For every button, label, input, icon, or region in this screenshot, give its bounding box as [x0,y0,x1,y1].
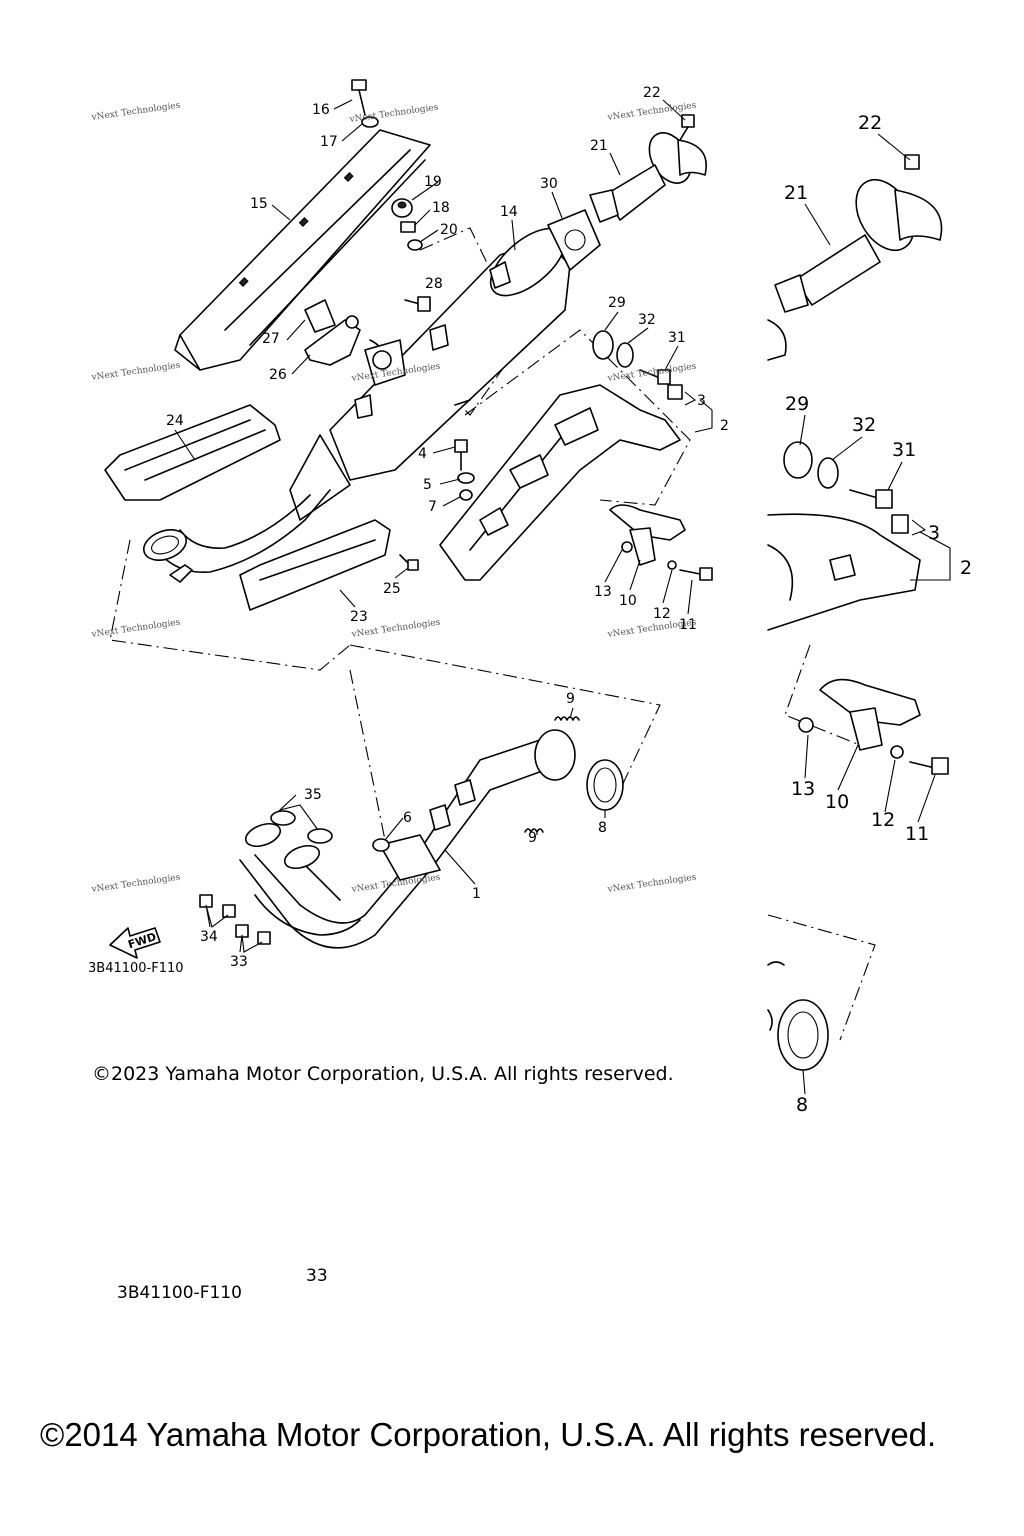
label-13: 13 [594,584,612,600]
label-25: 25 [383,581,401,597]
watermark: vNext Technologies [90,361,181,384]
label-28: 28 [425,276,443,292]
bolt-28 [404,296,431,312]
springs [524,716,580,833]
watermark: vNext Technologies [606,618,697,641]
watermark: vNext Technologies [90,618,181,641]
detail-label-10: 10 [825,791,849,813]
bolt-4-group [454,439,475,501]
label-12: 12 [653,606,671,622]
detail-label-29: 29 [785,393,809,415]
gasket-30 [547,209,601,271]
detail-label-21: 21 [784,182,808,204]
label-6: 6 [403,810,412,826]
label-31: 31 [668,330,686,346]
label-16: 16 [312,102,330,118]
label-26: 26 [269,367,287,383]
detail-label-32: 32 [852,414,876,436]
label-30: 30 [540,176,558,192]
drawing-code: 3B41100-F110 [88,961,184,976]
label-21: 21 [590,138,608,154]
label-4: 4 [418,446,427,462]
bracket-10-group [609,504,713,581]
label-34: 34 [200,929,218,945]
detail-label-11: 11 [905,823,929,845]
label-27: 27 [262,331,280,347]
detail-label-2: 2 [960,557,972,579]
label-7: 7 [428,499,437,515]
heat-shield-top [174,129,431,371]
middle-pipe [142,489,331,583]
grommet-group [391,198,423,251]
watermark: vNext Technologies [90,873,181,896]
label-15: 15 [250,196,268,212]
watermark: vNext Technologies [348,103,439,126]
label-33: 33 [230,954,248,970]
label-18: 18 [432,200,450,216]
detail-label-3: 3 [928,522,940,544]
copyright-2023: ©2023 Yamaha Motor Corporation, U.S.A. A… [92,1063,674,1085]
watermark: vNext Technologies [606,873,697,896]
label-1: 1 [472,886,481,902]
muffler [289,227,571,521]
label-23: 23 [350,609,368,625]
fwd-arrow-icon: FWD [109,927,161,959]
label-32: 32 [638,312,656,328]
detail-view [767,154,949,1071]
label-14: 14 [500,204,518,220]
flange-hardware [199,810,390,945]
label-29: 29 [608,295,626,311]
front-shields [104,404,391,611]
label-9-top: 9 [566,691,575,707]
copyright-2014: ©2014 Yamaha Motor Corporation, U.S.A. A… [40,1416,937,1453]
detail-label-8: 8 [796,1094,808,1116]
label-leaders [174,99,951,1095]
bolt-25 [399,554,419,571]
detail-label-31: 31 [892,439,916,461]
watermark: vNext Technologies [90,101,181,124]
bolt-16-group [351,79,379,128]
watermark: vNext Technologies [350,873,441,896]
drawing-code-2: 3B41100-F110 [117,1283,242,1303]
label-19: 19 [424,174,442,190]
part-labels: 16 17 15 19 18 20 14 30 21 22 28 27 26 2… [166,85,972,1116]
label-5: 5 [423,477,432,493]
exhaust-pipe [239,729,576,949]
label-8: 8 [598,820,607,836]
label-17: 17 [320,134,338,150]
label-9-bottom: 9 [528,830,537,846]
side-heat-shield [439,384,681,581]
detail-label-12: 12 [871,809,895,831]
mount-bracket [304,299,361,366]
label-10: 10 [619,593,637,609]
label-2: 2 [720,418,729,434]
label-35: 35 [304,787,322,803]
label-fragment: 33 [306,1266,328,1286]
spark-arrester [589,114,707,223]
detail-label-13: 13 [791,778,815,800]
label-11: 11 [679,617,697,633]
label-20: 20 [440,222,458,238]
label-22: 22 [643,85,661,101]
collar-group [592,330,683,400]
label-24: 24 [166,413,184,429]
gasket-8 [586,759,624,811]
detail-label-22: 22 [858,112,882,134]
